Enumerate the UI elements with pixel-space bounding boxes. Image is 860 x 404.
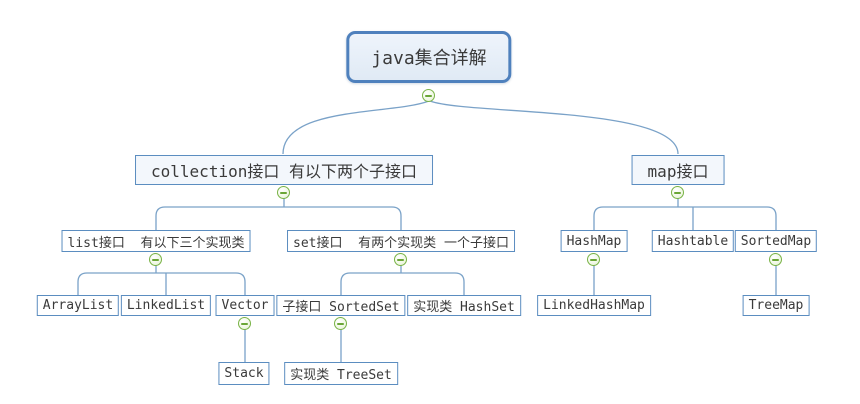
collapse-toggle-vector[interactable] <box>238 317 251 330</box>
minus-icon <box>152 258 159 261</box>
connector-set-rail <box>340 272 465 295</box>
node-list-interface[interactable]: list接口 有以下三个实现类 <box>61 230 251 252</box>
node-hashtable[interactable]: Hashtable <box>651 230 735 252</box>
minus-icon <box>397 258 404 261</box>
node-root[interactable]: java集合详解 <box>346 31 512 83</box>
node-vector[interactable]: Vector <box>215 295 275 316</box>
minus-icon <box>241 322 248 325</box>
node-map-interface[interactable]: map接口 <box>631 155 725 185</box>
minus-icon <box>337 322 344 325</box>
node-hashset[interactable]: 实现类 HashSet <box>407 295 521 316</box>
collapse-toggle-map[interactable] <box>671 186 684 199</box>
connector-map-rail <box>593 206 777 230</box>
connector-collection-rail <box>155 206 402 230</box>
collapse-toggle-sortedset[interactable] <box>334 317 347 330</box>
node-collection-interface[interactable]: collection接口 有以下两个子接口 <box>135 155 433 185</box>
collapse-toggle-sortedmap[interactable] <box>769 253 782 266</box>
minus-icon <box>590 258 597 261</box>
minus-icon <box>772 258 779 261</box>
connector-root-map <box>429 100 679 155</box>
collapse-toggle-collection[interactable] <box>277 186 290 199</box>
node-linkedhashmap[interactable]: LinkedHashMap <box>537 295 651 316</box>
node-linkedlist[interactable]: LinkedList <box>120 295 212 316</box>
collapse-toggle-list[interactable] <box>149 253 162 266</box>
collapse-toggle-hashmap[interactable] <box>587 253 600 266</box>
collapse-toggle-set[interactable] <box>394 253 407 266</box>
connector-root-collection <box>282 100 430 155</box>
node-set-interface[interactable]: set接口 有两个实现类 一个子接口 <box>287 230 515 252</box>
node-treeset[interactable]: 实现类 TreeSet <box>284 362 398 385</box>
connector-list-rail <box>77 272 246 295</box>
minus-icon <box>674 191 681 194</box>
minus-icon <box>425 94 432 97</box>
node-hashmap[interactable]: HashMap <box>560 230 628 252</box>
node-sortedmap[interactable]: SortedMap <box>734 230 818 252</box>
node-treemap[interactable]: TreeMap <box>742 295 810 316</box>
minus-icon <box>280 191 287 194</box>
node-sortedset[interactable]: 子接口 SortedSet <box>276 295 406 316</box>
node-stack[interactable]: Stack <box>218 362 270 385</box>
collapse-toggle-root[interactable] <box>422 89 435 102</box>
node-arraylist[interactable]: ArrayList <box>36 295 120 316</box>
